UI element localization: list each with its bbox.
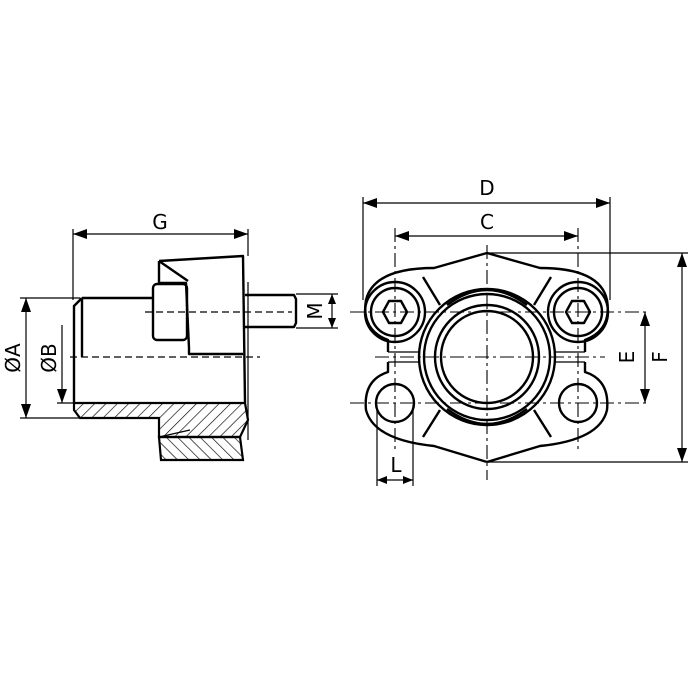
front-view: D C F E L bbox=[350, 176, 688, 486]
stud bbox=[245, 293, 298, 329]
pipe-outline bbox=[72, 296, 153, 403]
hatched-flange-section bbox=[157, 435, 245, 462]
label-l: L bbox=[390, 453, 402, 477]
dimension-b: ØB bbox=[37, 325, 80, 404]
dimension-g: G bbox=[72, 210, 249, 300]
hex-bolt-icon bbox=[564, 299, 592, 325]
label-d: D bbox=[479, 176, 494, 200]
dimension-m: M bbox=[296, 293, 338, 329]
dimension-e: E bbox=[615, 312, 650, 403]
label-f: F bbox=[648, 351, 672, 363]
label-m: M bbox=[303, 302, 327, 319]
flange-outline bbox=[364, 251, 609, 464]
lug bbox=[151, 282, 189, 342]
label-c: C bbox=[480, 210, 494, 234]
label-e: E bbox=[615, 351, 639, 364]
dimension-c: C bbox=[395, 210, 578, 241]
dimension-a: ØA bbox=[1, 297, 80, 419]
dimension-d: D bbox=[362, 176, 611, 300]
flange-body bbox=[157, 254, 247, 404]
label-a: ØA bbox=[1, 343, 25, 373]
dimension-l: L bbox=[376, 405, 414, 486]
hatched-pipe-section bbox=[72, 401, 250, 439]
dimension-f: F bbox=[487, 252, 688, 463]
label-g: G bbox=[152, 210, 168, 234]
label-b: ØB bbox=[37, 343, 61, 372]
side-view: G ØA ØB M bbox=[1, 210, 338, 462]
